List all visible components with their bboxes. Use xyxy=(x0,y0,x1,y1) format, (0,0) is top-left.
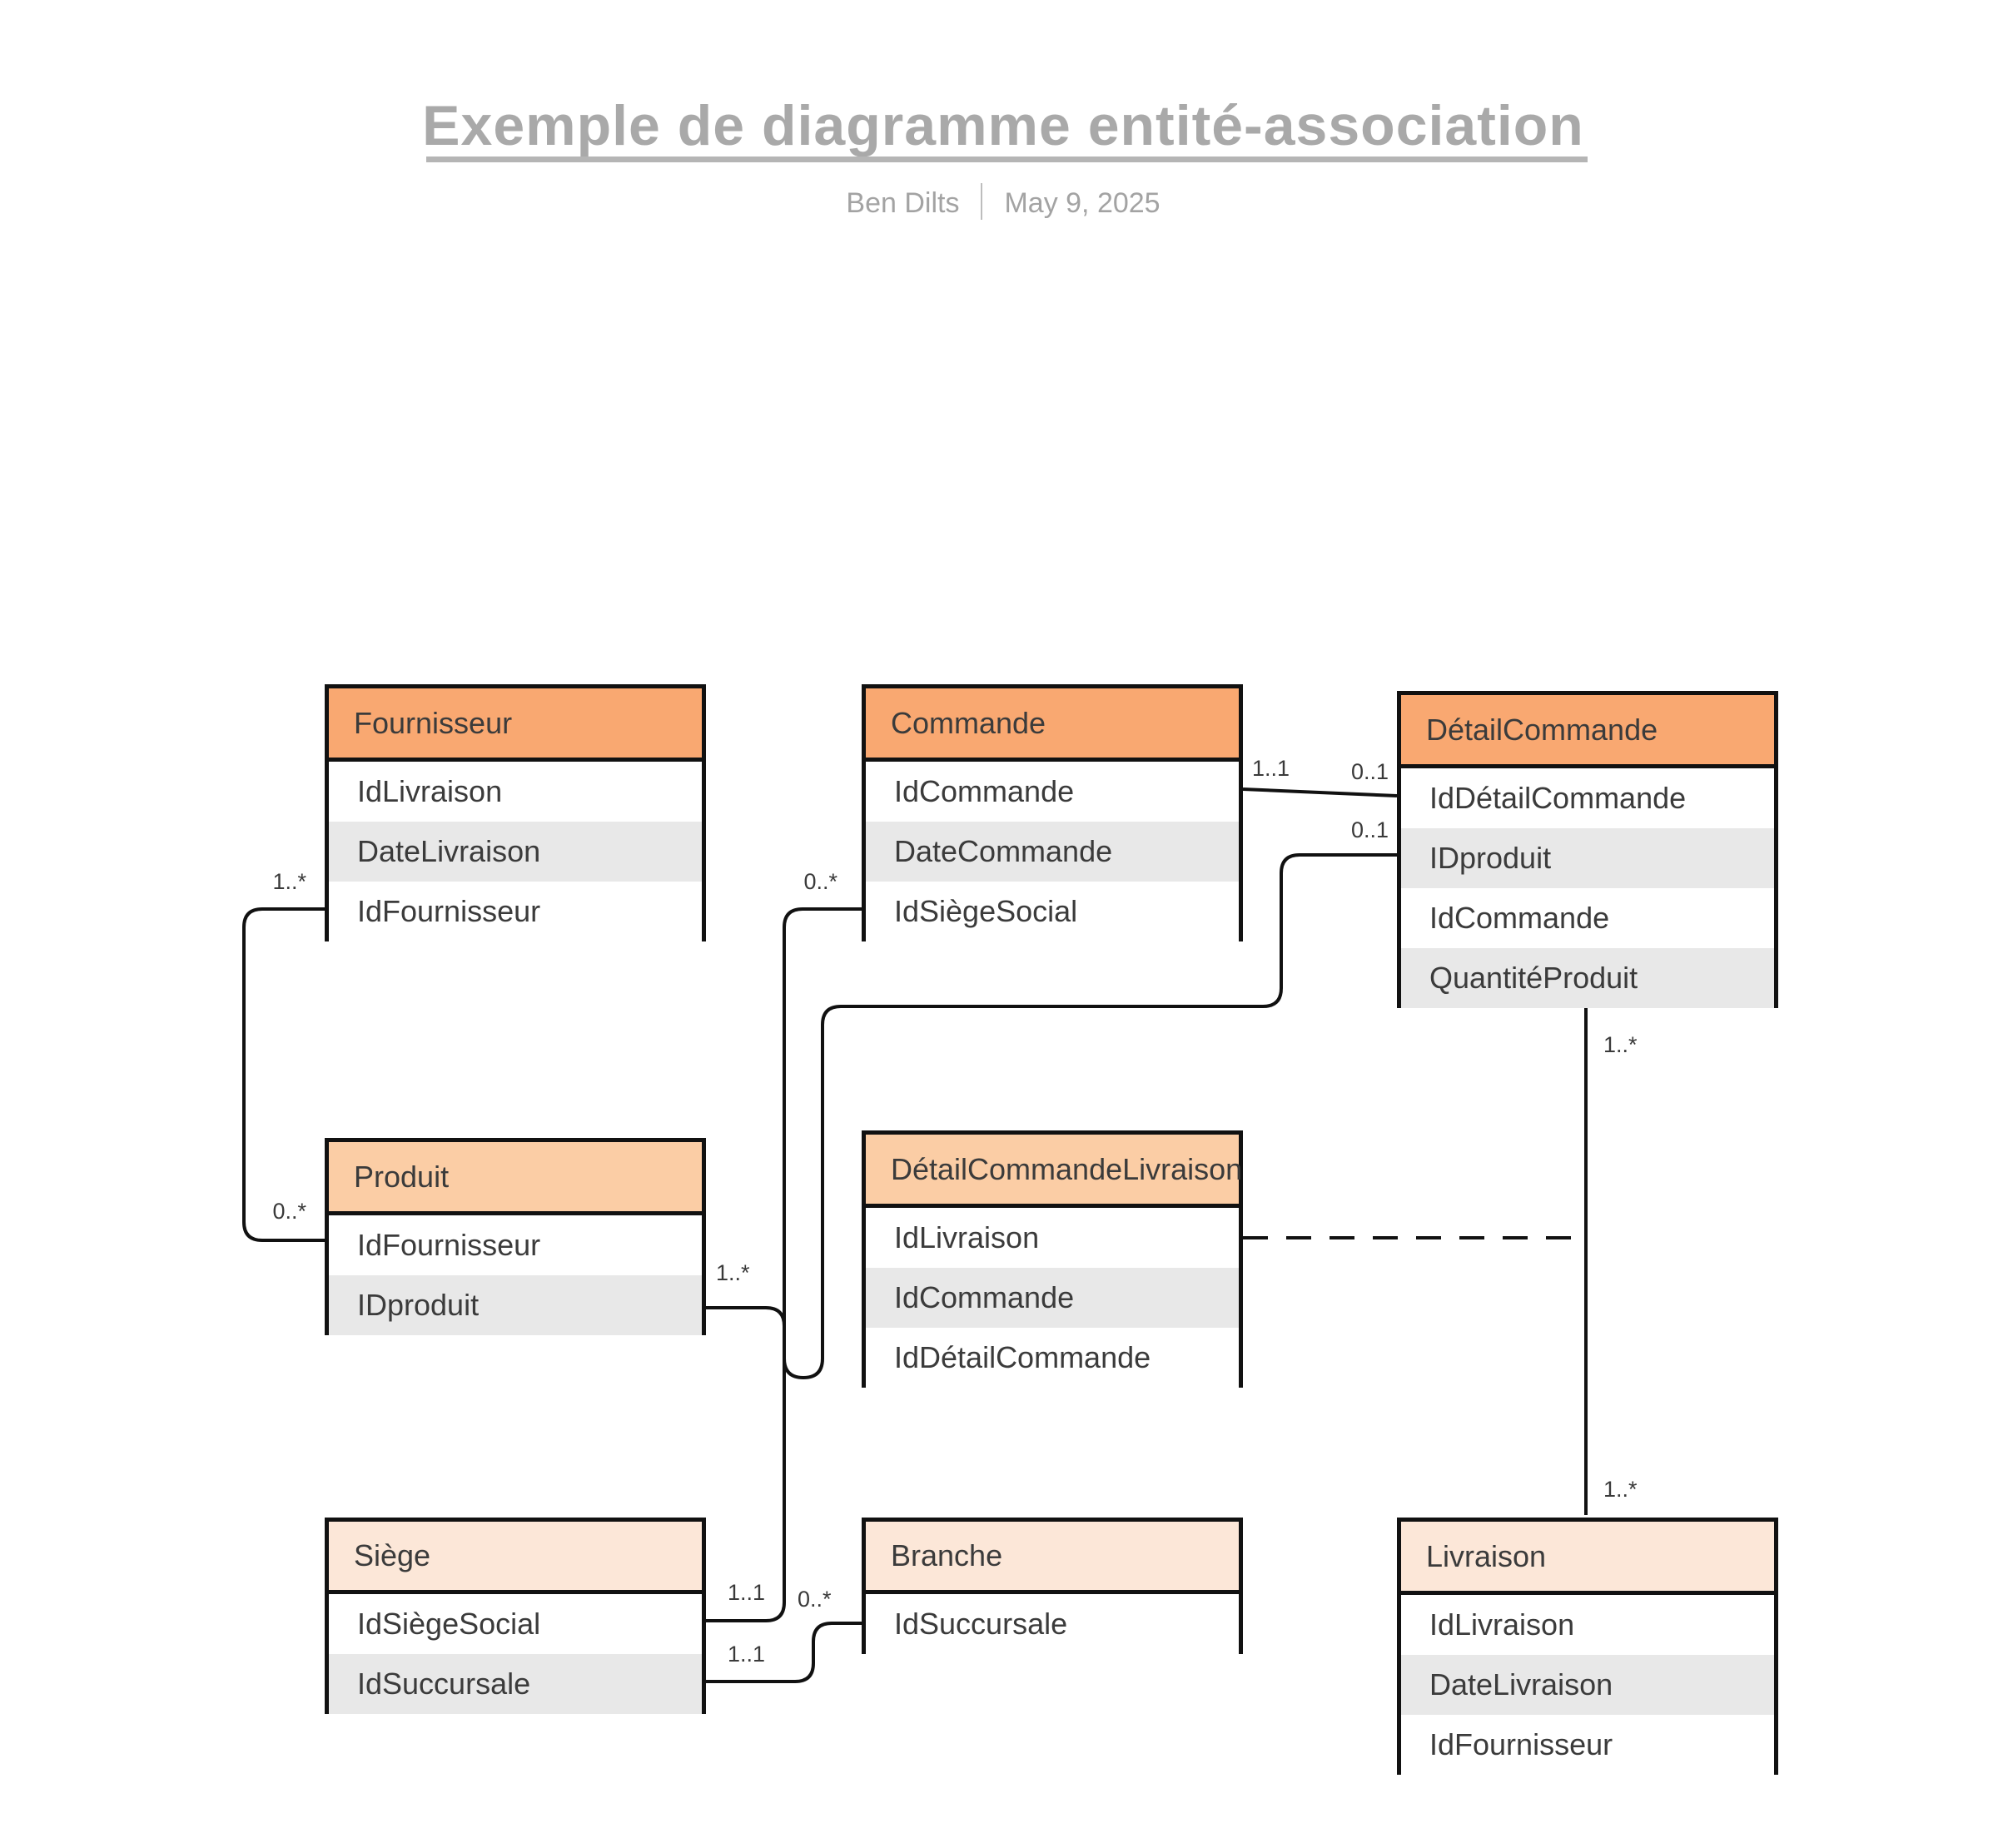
entity-produit-field-row[interactable]: IdFournisseur xyxy=(329,1215,702,1275)
entity-fournisseur-title: Fournisseur xyxy=(354,705,513,740)
field-label: IdDétailCommande xyxy=(1429,781,1687,815)
cardinality-label[interactable]: 0..* xyxy=(803,869,837,894)
field-label: IdSuccursale xyxy=(894,1607,1068,1641)
cardinality-label[interactable]: 0..* xyxy=(272,1199,306,1224)
entity-siege-title: Siège xyxy=(354,1538,431,1572)
cardinality-label[interactable]: 1..1 xyxy=(728,1580,766,1605)
cardinality-label[interactable]: 1..1 xyxy=(1252,756,1290,781)
entity-siege-field-row[interactable]: IdSiègeSocial xyxy=(329,1594,702,1654)
cardinality-label[interactable]: 1..* xyxy=(1603,1477,1638,1502)
entity-detail-commande-field-row[interactable]: QuantitéProduit xyxy=(1401,948,1774,1008)
entity-commande-header[interactable]: Commande xyxy=(866,688,1239,762)
entity-commande-field-row[interactable]: DateCommande xyxy=(866,822,1239,882)
entity-fournisseur-field-row[interactable]: DateLivraison xyxy=(329,822,702,882)
author-date-separator xyxy=(981,183,983,220)
entity-fournisseur-header[interactable]: Fournisseur xyxy=(329,688,702,762)
entity-branche-field-row[interactable]: IdSuccursale xyxy=(866,1594,1239,1654)
entity-livraison-header[interactable]: Livraison xyxy=(1401,1522,1774,1595)
entity-detail-commande-title: DétailCommande xyxy=(1426,712,1658,747)
field-label: IdLivraison xyxy=(357,774,503,808)
entity-livraison-field-row[interactable]: DateLivraison xyxy=(1401,1655,1774,1715)
connector-siege-branche[interactable] xyxy=(706,1622,862,1683)
entity-siege-header[interactable]: Siège xyxy=(329,1522,702,1594)
entity-fournisseur-field-row[interactable]: IdFournisseur xyxy=(329,882,702,941)
cardinality-label[interactable]: 0..1 xyxy=(1350,817,1389,842)
field-label: DateCommande xyxy=(894,834,1113,868)
diagram-title: Exemple de diagramme entité-association xyxy=(422,94,1584,157)
entity-branche-title: Branche xyxy=(891,1538,1003,1572)
field-label: IdCommande xyxy=(894,774,1075,808)
entity-commande-field-row[interactable]: IdCommande xyxy=(866,762,1239,822)
entity-detail-commande-livraison-field-row[interactable]: IdLivraison xyxy=(866,1208,1239,1268)
cardinality-label[interactable]: 1..* xyxy=(272,869,306,894)
field-label: IdFournisseur xyxy=(357,894,541,928)
author: Ben Dilts xyxy=(846,186,960,219)
title-underline xyxy=(426,156,1588,162)
field-label: IdSiègeSocial xyxy=(894,894,1078,928)
field-label: IdCommande xyxy=(1429,901,1610,935)
entity-branche-header[interactable]: Branche xyxy=(866,1522,1239,1594)
entity-siege-field-row[interactable]: IdSuccursale xyxy=(329,1654,702,1714)
field-label: IdCommande xyxy=(894,1280,1075,1314)
field-label: DateLivraison xyxy=(1429,1667,1613,1701)
field-label: IdLivraison xyxy=(894,1220,1040,1254)
entity-produit-title: Produit xyxy=(354,1159,450,1194)
field-label: DateLivraison xyxy=(357,834,541,868)
entity-commande-title: Commande xyxy=(891,705,1046,740)
entity-produit-field-row[interactable]: IDproduit xyxy=(329,1275,702,1335)
field-label: IdFournisseur xyxy=(357,1228,541,1262)
entity-produit-header[interactable]: Produit xyxy=(329,1142,702,1215)
connector-commande-detail-commande[interactable] xyxy=(1242,787,1398,797)
field-label: IDproduit xyxy=(1429,841,1552,875)
connector-fournisseur-produit[interactable] xyxy=(242,907,325,1242)
entity-detail-commande-field-row[interactable]: IdDétailCommande xyxy=(1401,768,1774,828)
field-label: IDproduit xyxy=(357,1288,480,1322)
date: May 9, 2025 xyxy=(1004,186,1161,219)
entity-detail-commande-header[interactable]: DétailCommande xyxy=(1401,695,1774,768)
field-label: IdSiègeSocial xyxy=(357,1607,541,1641)
cardinality-label[interactable]: 0..1 xyxy=(1350,759,1389,784)
entity-livraison-field-row[interactable]: IdFournisseur xyxy=(1401,1715,1774,1775)
cardinality-label[interactable]: 0..* xyxy=(798,1587,832,1612)
field-label: IdLivraison xyxy=(1429,1607,1575,1642)
field-label: IdSuccursale xyxy=(357,1667,531,1701)
field-label: IdFournisseur xyxy=(1429,1727,1613,1761)
entity-fournisseur-field-row[interactable]: IdLivraison xyxy=(329,762,702,822)
entity-detail-commande-livraison-field-row[interactable]: IdDétailCommande xyxy=(866,1328,1239,1388)
cardinality-label[interactable]: 1..1 xyxy=(728,1642,766,1667)
entity-detail-commande-livraison-header[interactable]: DétailCommandeLivraison xyxy=(866,1135,1243,1208)
field-label: IdDétailCommande xyxy=(894,1340,1151,1374)
entity-detail-commande-livraison-title: DétailCommandeLivraison xyxy=(891,1151,1243,1186)
diagram-subtitle: Ben Dilts May 9, 2025 xyxy=(250,183,1757,221)
entity-detail-commande-livraison-field-row[interactable]: IdCommande xyxy=(866,1268,1239,1328)
connector-commande-siege[interactable] xyxy=(706,907,862,1622)
entity-detail-commande-field-row[interactable]: IdCommande xyxy=(1401,888,1774,948)
field-label: QuantitéProduit xyxy=(1429,961,1638,995)
entity-livraison-title: Livraison xyxy=(1426,1538,1547,1573)
cardinality-label[interactable]: 1..* xyxy=(716,1260,750,1285)
entity-livraison-field-row[interactable]: IdLivraison xyxy=(1401,1595,1774,1655)
entity-commande-field-row[interactable]: IdSiègeSocial xyxy=(866,882,1239,941)
entity-detail-commande-field-row[interactable]: IDproduit xyxy=(1401,828,1774,888)
cardinality-label[interactable]: 1..* xyxy=(1603,1032,1638,1057)
